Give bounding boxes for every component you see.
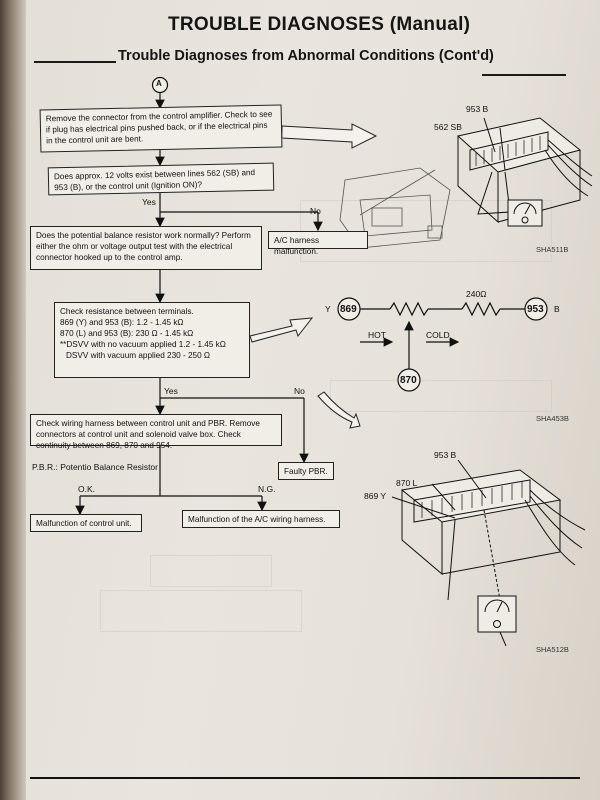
node-870-label: 870 bbox=[400, 375, 417, 386]
pbr-note: P.B.R.: Potentio Balance Resistor bbox=[32, 462, 158, 472]
fig1-label-562sb: 562 SB bbox=[434, 122, 462, 132]
step4-yes-label: Yes bbox=[164, 386, 178, 396]
cold-label: COLD bbox=[426, 330, 450, 340]
fig3-label-953b: 953 B bbox=[434, 450, 457, 460]
step4-line: 869 (Y) and 953 (B): 1.2 - 1.45 kΩ bbox=[60, 318, 184, 327]
fig3-label-870l: 870 L bbox=[396, 478, 418, 488]
figure3-drawing bbox=[391, 459, 586, 647]
step2-yes-label: Yes bbox=[142, 197, 156, 207]
step2-voltage-check: Does approx. 12 volts exist between line… bbox=[47, 162, 275, 196]
node-869-label: 869 bbox=[340, 304, 357, 315]
step4-line: DSVV with vacuum applied 230 - 250 Ω bbox=[66, 351, 211, 360]
subtitle-rule-left bbox=[34, 61, 116, 63]
connector-a-circle bbox=[151, 76, 169, 94]
node-953-label: 953 bbox=[527, 304, 544, 315]
wire-y-label: Y bbox=[325, 304, 331, 314]
figure2-drawing bbox=[337, 297, 548, 392]
connector-a-label: A bbox=[156, 79, 162, 88]
fig2-code: SHA453B bbox=[536, 414, 569, 423]
figure1-drawing bbox=[339, 117, 593, 249]
fig3-code: SHA512B bbox=[536, 645, 569, 654]
resistor-value-label: 240Ω bbox=[466, 289, 487, 299]
bleed-through-box bbox=[330, 380, 552, 412]
pointer-arrow-fig1 bbox=[281, 123, 378, 149]
step4-resistance-check: Check resistance between terminals. 869 … bbox=[54, 302, 250, 378]
step4-line: Check resistance between terminals. bbox=[60, 307, 194, 316]
result-malfunction-control-unit: Malfunction of control unit. bbox=[30, 514, 142, 532]
result-malfunction-wiring: Malfunction of the A/C wiring harness. bbox=[182, 510, 340, 528]
hot-label: HOT bbox=[368, 330, 386, 340]
step5-wiring-continuity: Check wiring harness between control uni… bbox=[30, 414, 282, 450]
book-spine bbox=[0, 0, 26, 800]
page-subtitle: Trouble Diagnoses from Abnormal Conditio… bbox=[118, 48, 494, 64]
step1-check-connector: Remove the connector from the control am… bbox=[39, 104, 283, 153]
page-title: TROUBLE DIAGNOSES (Manual) bbox=[168, 14, 471, 35]
fig1-code: SHA511B bbox=[536, 245, 569, 254]
pointer-arrow-fig2 bbox=[249, 317, 314, 343]
bleed-through-box bbox=[150, 555, 272, 587]
step4-line: **DSVV with no vacuum applied 1.2 - 1.45… bbox=[60, 340, 226, 349]
bleed-through-box bbox=[100, 590, 302, 632]
ng-label: N.G. bbox=[258, 484, 276, 494]
result-harness-malfunction: A/C harness malfunction. bbox=[268, 231, 368, 256]
step4-line: 870 (L) and 953 (B): 230 Ω - 1.45 kΩ bbox=[60, 329, 194, 338]
pointer-arrow-fig3 bbox=[317, 391, 361, 429]
ok-label: O.K. bbox=[78, 484, 96, 494]
step4-no-label: No bbox=[294, 386, 305, 396]
fig3-label-869y: 869 Y bbox=[364, 491, 387, 501]
step2-no-label: No bbox=[310, 206, 321, 216]
subtitle-rule-right bbox=[482, 74, 566, 76]
fig1-label-953b: 953 B bbox=[466, 104, 489, 114]
result-faulty-pbr: Faulty PBR. bbox=[278, 462, 334, 480]
wire-b-label: B bbox=[554, 304, 560, 314]
step3-pbr-check: Does the potential balance resistor work… bbox=[30, 226, 262, 270]
